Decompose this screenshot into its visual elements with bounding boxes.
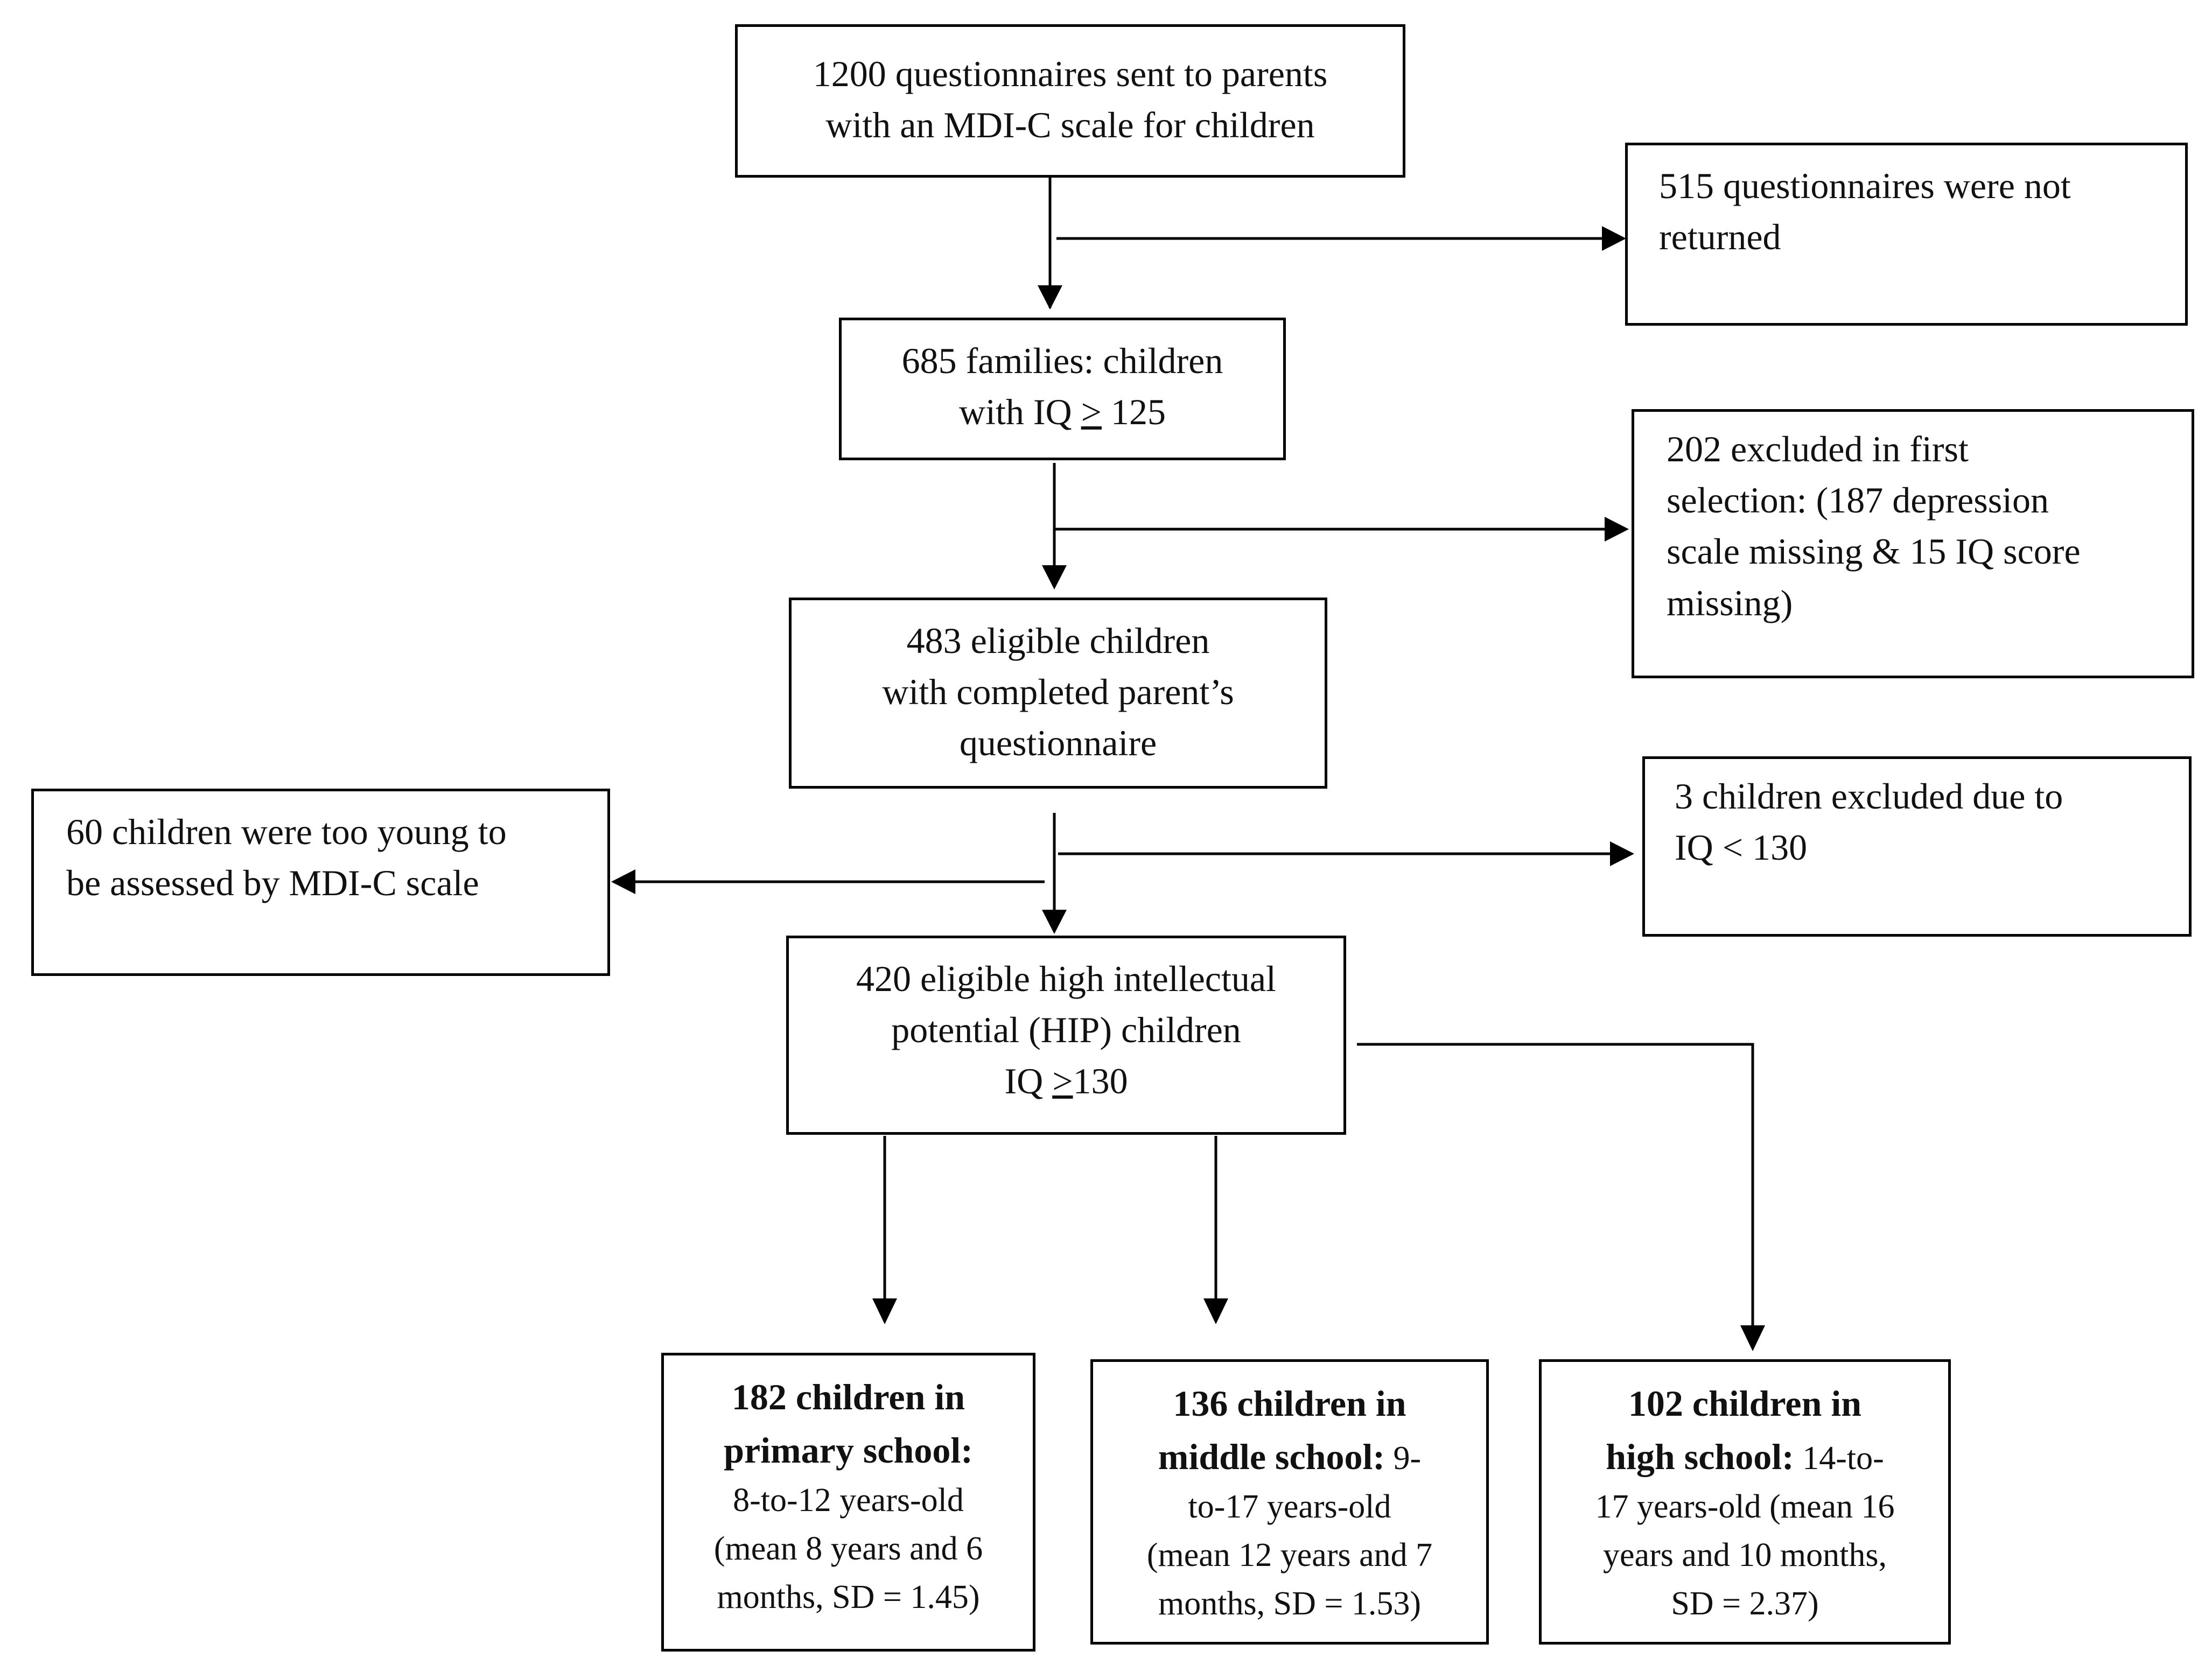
box-heading: 102 children in [1628, 1383, 1862, 1424]
box-excluded-iq: 3 children excluded due to IQ < 130 [1642, 756, 2192, 937]
box-line: questionnaire [959, 722, 1157, 764]
box-line: 17 years-old (mean 16 [1595, 1488, 1895, 1526]
box-line: 420 eligible high intellectual [856, 958, 1276, 999]
arrowhead-hip [1042, 910, 1067, 934]
box-line: potential (HIP) children [891, 1009, 1241, 1051]
box-line: to-17 years-old [1188, 1488, 1391, 1526]
iq-value: 130 [1073, 1060, 1128, 1102]
box-middle-school: 136 children in middle school: 9- to-17 … [1090, 1359, 1489, 1645]
greater-equal-symbol: > [1052, 1060, 1073, 1102]
box-primary-school: 182 children in primary school: 8-to-12 … [661, 1353, 1035, 1652]
box-heading: middle school: [1158, 1436, 1385, 1477]
box-line: with completed parent’s [882, 671, 1234, 713]
box-heading: 136 children in [1173, 1383, 1406, 1424]
box-hip-children: 420 eligible high intellectual potential… [786, 936, 1346, 1135]
iq-prefix: with IQ [958, 391, 1081, 433]
box-high-school: 102 children in high school: 14-to- 17 y… [1539, 1359, 1951, 1645]
box-line: scale missing & 15 IQ score [1667, 531, 2081, 572]
iq-value: 125 [1102, 391, 1166, 433]
box-line: IQ < 130 [1675, 827, 1808, 868]
box-heading: high school: [1606, 1436, 1794, 1477]
box-heading: primary school: [724, 1429, 973, 1471]
box-line: with an MDI-C scale for children [825, 104, 1315, 146]
box-line-tail: 9- [1385, 1439, 1422, 1477]
box-line: 8-to-12 years-old [733, 1482, 964, 1519]
box-line: 3 children excluded due to [1675, 776, 2063, 817]
iq-prefix: IQ [1004, 1060, 1053, 1102]
box-line: selection: (187 depression [1667, 480, 2049, 521]
box-heading-line: high school: 14-to- [1542, 1430, 1948, 1484]
box-questionnaires-sent: 1200 questionnaires sent to parents with… [735, 24, 1405, 178]
box-line: (mean 12 years and 7 [1146, 1537, 1433, 1574]
box-too-young: 60 children were too young to be assesse… [31, 789, 610, 976]
box-line: months, SD = 1.45) [717, 1578, 980, 1615]
box-line: SD = 2.37) [1671, 1585, 1819, 1622]
box-line: 60 children were too young to [66, 811, 507, 852]
box-line-iq: IQ >130 [789, 1056, 1343, 1107]
box-line: months, SD = 1.53) [1158, 1585, 1421, 1622]
box-not-returned: 515 questionnaires were not returned [1625, 143, 2188, 326]
arrowhead-not-returned [1602, 226, 1626, 251]
box-families: 685 families: children with IQ > 125 [839, 318, 1286, 460]
arrowhead-excluded-first [1605, 517, 1629, 542]
box-eligible-children: 483 eligible children with completed par… [789, 598, 1327, 789]
box-heading: 182 children in [731, 1376, 965, 1417]
box-line: 202 excluded in first [1667, 428, 1969, 469]
box-line: 483 eligible children [906, 620, 1210, 661]
arrowhead-primary [872, 1298, 897, 1324]
box-heading-line: middle school: 9- [1093, 1430, 1486, 1484]
box-line: (mean 8 years and 6 [713, 1530, 983, 1568]
arrowhead-high [1740, 1325, 1765, 1351]
box-line: 1200 questionnaires sent to parents [813, 53, 1328, 94]
box-line-iq: with IQ > 125 [842, 387, 1283, 438]
box-line: be assessed by MDI-C scale [66, 862, 479, 904]
box-line-tail: 14-to- [1794, 1439, 1884, 1477]
arrowhead-middle [1203, 1298, 1228, 1324]
box-line: missing) [1667, 582, 1793, 623]
arrowhead-eligible [1042, 565, 1067, 589]
box-line: returned [1659, 216, 1781, 258]
arrow-hip-to-high [1357, 1043, 1754, 1330]
box-excluded-first-selection: 202 excluded in first selection: (187 de… [1632, 409, 2194, 678]
arrowhead-families [1038, 285, 1062, 310]
box-line: years and 10 months, [1603, 1537, 1887, 1574]
box-line: 685 families: children [901, 340, 1223, 381]
greater-equal-symbol: > [1081, 391, 1102, 433]
arrowhead-too-young [611, 869, 635, 894]
box-line: 515 questionnaires were not [1659, 165, 2071, 206]
arrowhead-excluded-iq [1610, 841, 1634, 866]
